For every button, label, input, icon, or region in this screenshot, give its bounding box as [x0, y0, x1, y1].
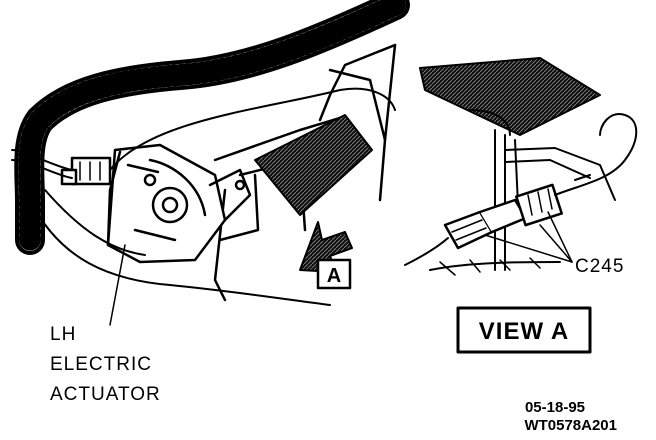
actuator-connector: [60, 156, 112, 186]
view-a-arrow-box: [316, 258, 352, 290]
main-assembly: [11, 0, 410, 326]
c245-connector: [443, 183, 563, 250]
actuator-label-line-1: LH: [50, 324, 76, 345]
detail-wires: [404, 109, 638, 266]
c245-leader-lines: [484, 211, 573, 263]
view-a-title: VIEW A: [479, 318, 569, 345]
view-a-title-box: [456, 306, 592, 354]
figure-code: WT0578A201: [524, 417, 617, 434]
date-code: 05-18-95: [525, 399, 585, 416]
actuator-leader-line: [109, 244, 126, 326]
actuator-label-line-3: ACTUATOR: [50, 384, 161, 405]
harness-wires: [11, 87, 396, 306]
lh-electric-actuator: [106, 143, 252, 264]
view-a-arrow-letter: A: [327, 265, 341, 287]
view-a-detail: [404, 57, 638, 354]
connector-label: C245: [575, 256, 624, 277]
wiring-conduit: [14, 0, 410, 255]
detail-pad: [419, 57, 601, 136]
actuator-label-line-2: ELECTRIC: [50, 354, 152, 375]
blend-door: [254, 114, 373, 216]
